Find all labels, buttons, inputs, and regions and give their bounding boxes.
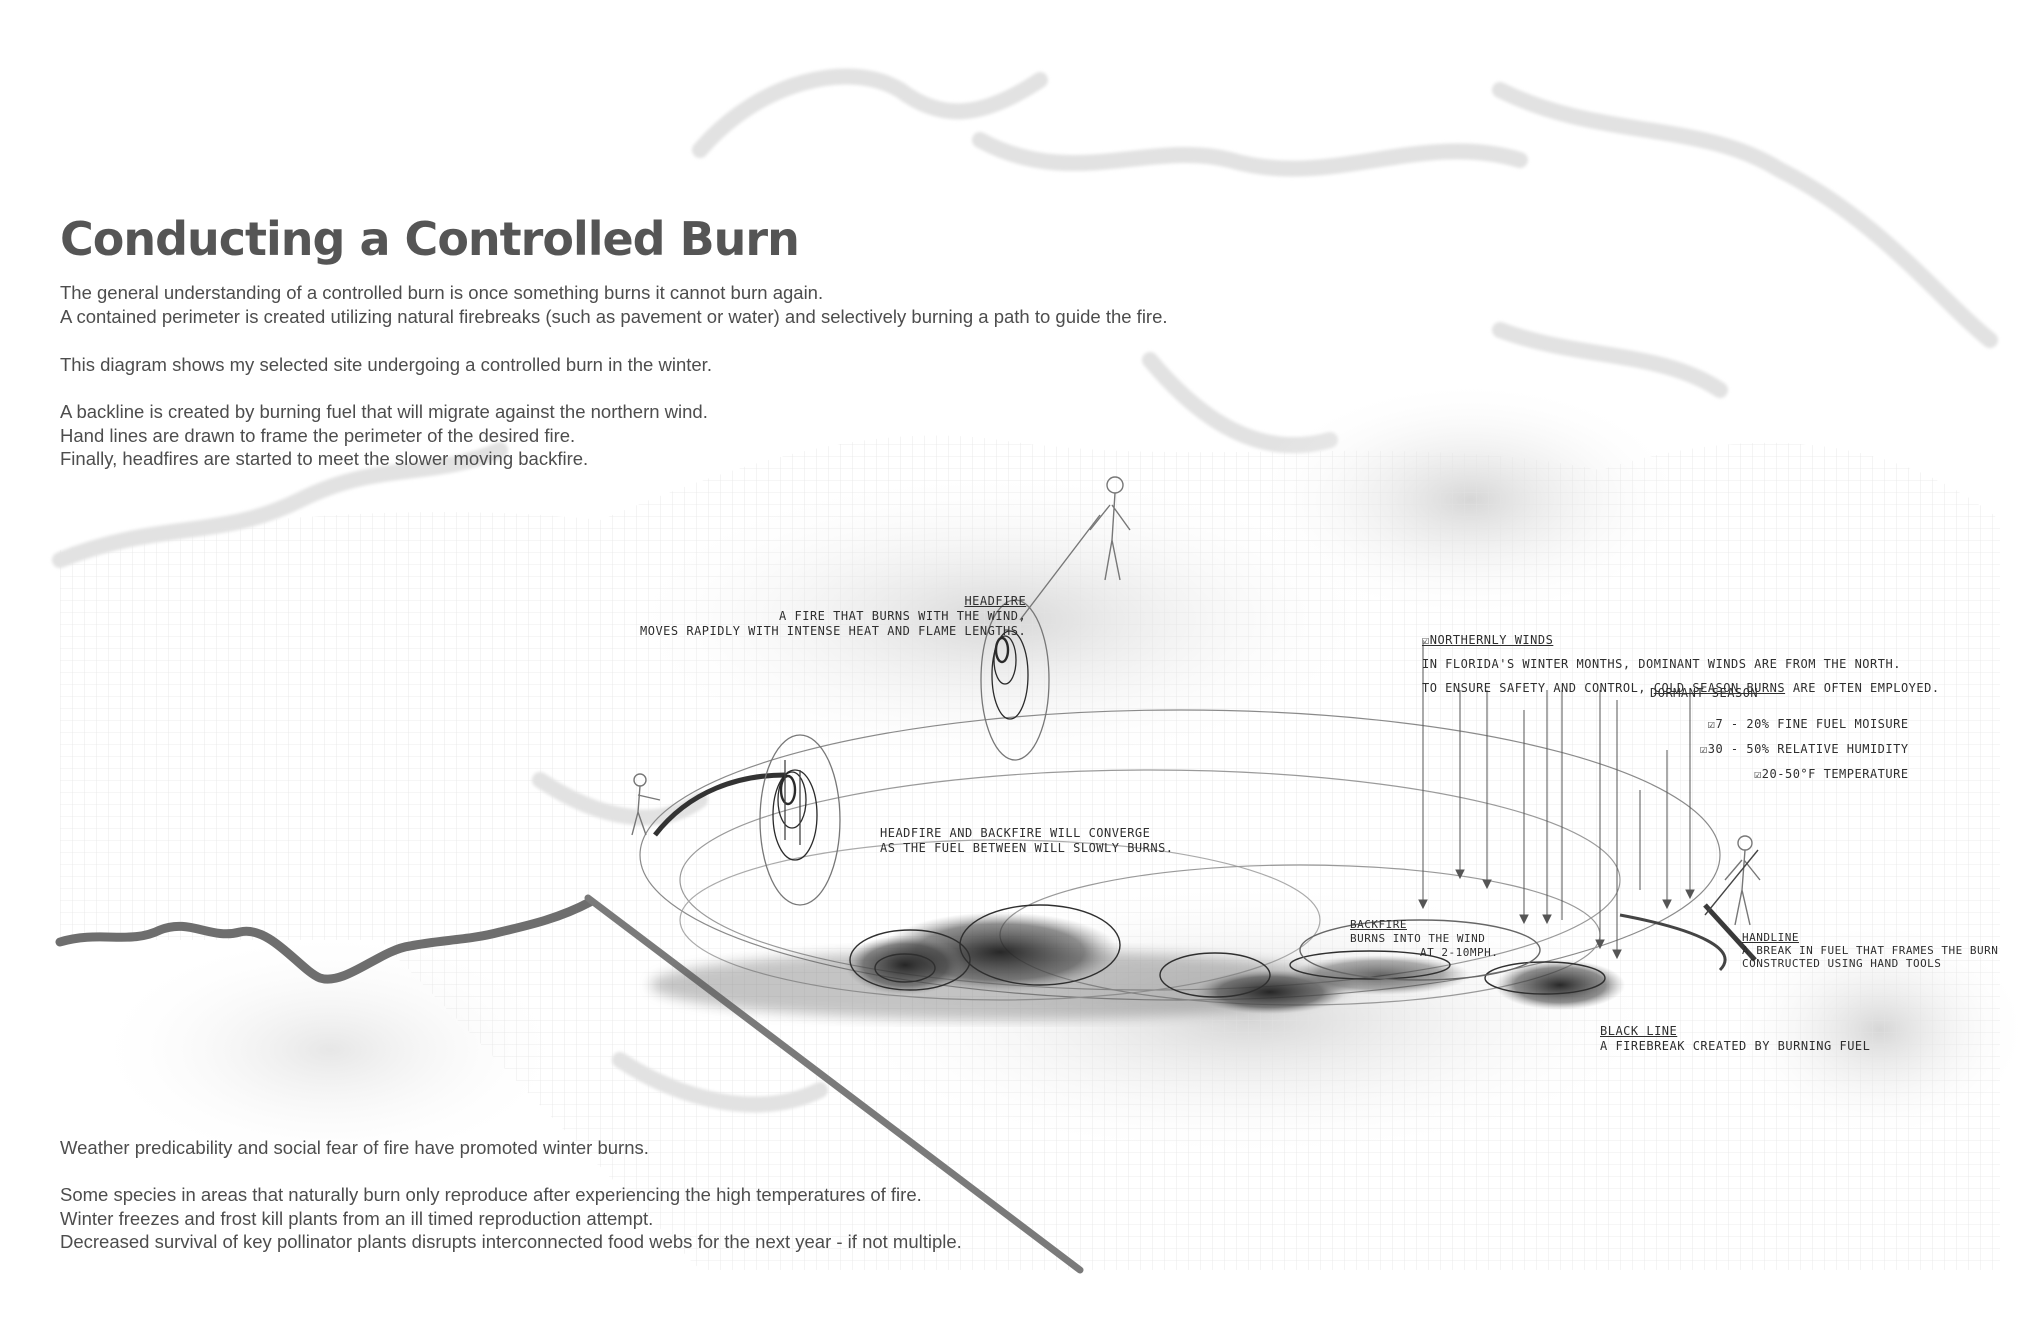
road-edge (584, 894, 1084, 1274)
headfire-flames (759, 599, 1050, 906)
backfire-annotation: Backfire Burns into the wind at 2-10mph. (1350, 918, 1498, 960)
conditions-checklist: ☑7 - 20% fine fuel moisure ☑30 - 50% rel… (1700, 712, 1909, 787)
headfire-label: Headfire (964, 594, 1027, 608)
intro-paragraph: The general understanding of a controlle… (60, 281, 1168, 328)
winds-desc-end: are often employed. (1792, 681, 1940, 695)
site-paragraph: This diagram shows my selected site unde… (60, 354, 712, 375)
species-line: Some species in areas that naturally bur… (60, 1184, 922, 1205)
blackline-label: Black line (1600, 1024, 1678, 1038)
condition-item: ☑20-50°F temperature (1754, 767, 1909, 781)
blackline-desc: A firebreak created by burning fuel (1600, 1039, 1871, 1053)
method-line: A backline is created by burning fuel th… (60, 401, 708, 422)
ridge-line (55, 897, 595, 984)
handline-desc: constructed using hand tools (1742, 957, 1942, 970)
dormant-season-label: Dormant season (1650, 686, 1759, 700)
winds-desc-start: To ensure safety and control, (1422, 681, 1647, 695)
winds-label: ☑Northernly winds (1422, 633, 1554, 647)
method-paragraph: A backline is created by burning fuel th… (60, 400, 708, 471)
intro-line: The general understanding of a controlle… (60, 282, 824, 303)
handline-desc: A break in fuel that frames the burn (1742, 944, 1999, 957)
cold-season-burns: cold season burns (1653, 681, 1786, 695)
winds-desc: In Florida's winter months, dominant win… (1422, 657, 1901, 671)
species-line: Winter freezes and frost kill plants fro… (60, 1207, 654, 1229)
wind-arrows (1418, 640, 1695, 960)
method-line: Hand lines are drawn to frame the perime… (60, 424, 576, 446)
weather-paragraph: Weather predicability and social fear of… (60, 1137, 649, 1158)
converge-line: Headfire and backfire will converge (880, 826, 1151, 840)
headfire-desc: A fire that burns with the wind, (779, 609, 1027, 623)
firefighter-figures (631, 476, 1761, 926)
species-line: Decreased survival of key pollinator pla… (60, 1231, 962, 1252)
intro-line: A contained perimeter is created utilizi… (60, 305, 1168, 327)
converge-line: as the fuel between will slowly burns. (880, 841, 1174, 855)
headfire-desc: moves rapidly with intense heat and flam… (640, 624, 1027, 638)
winds-annotation: ☑Northernly winds In Florida's winter mo… (1422, 628, 1940, 700)
condition-item: ☑30 - 50% relative humidity (1700, 742, 1909, 756)
backfire-label: Backfire (1350, 918, 1407, 931)
grid-hatch-area (60, 435, 2000, 1270)
converge-annotation: Headfire and backfire will converge as t… (880, 826, 1174, 856)
method-line: Finally, headfires are started to meet t… (60, 448, 589, 469)
blackline-annotation: Black line A firebreak created by burnin… (1600, 1024, 1870, 1054)
headfire-annotation: Headfire A fire that burns with the wind… (640, 594, 1026, 639)
page-title: Conducting a Controlled Burn (60, 212, 800, 266)
species-paragraph: Some species in areas that naturally bur… (60, 1183, 962, 1254)
backfire-desc: Burns into the wind (1350, 932, 1486, 945)
burn-scars (650, 904, 1625, 1020)
winds-desc: To ensure safety and control, cold seaso… (1422, 676, 1940, 700)
backfire-desc: at 2-10mph. (1420, 946, 1499, 959)
condition-item: ☑7 - 20% fine fuel moisure (1707, 717, 1909, 731)
